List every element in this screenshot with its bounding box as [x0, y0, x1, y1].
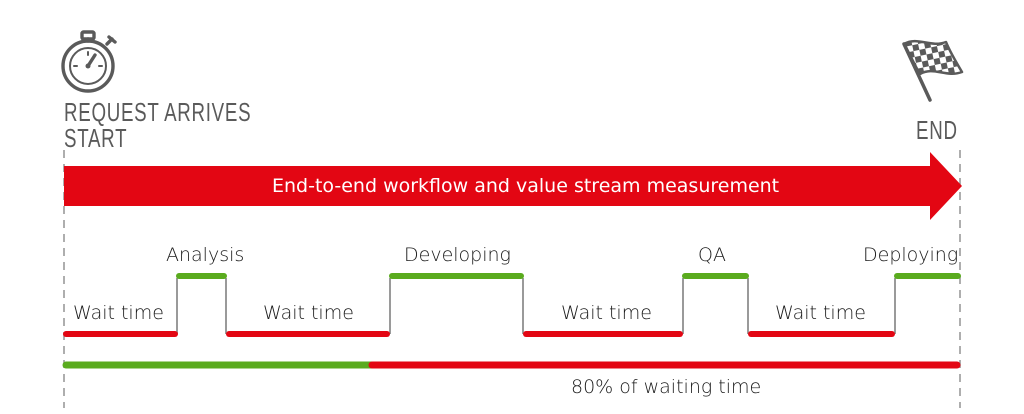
start-label-line2: START	[64, 123, 128, 153]
summary-label: 80% of waiting time	[571, 376, 762, 398]
start-label-line1: REQUEST ARRIVES	[64, 97, 252, 127]
wait2-label: Wait time	[263, 302, 354, 324]
wait1-label: Wait time	[73, 302, 164, 324]
end-label: END	[916, 115, 958, 145]
workflow-arrow-label: End-to-end workflow and value stream mea…	[272, 175, 780, 197]
wait4-label: Wait time	[775, 302, 866, 324]
stopwatch-icon	[61, 30, 117, 93]
qa-label: QA	[698, 244, 726, 266]
deploying-label: Deploying	[863, 244, 959, 266]
workflow-arrow	[64, 152, 962, 220]
wait3-label: Wait time	[561, 302, 652, 324]
developing-label: Developing	[404, 244, 511, 266]
checkered-flag-icon	[902, 39, 964, 102]
analysis-label: Analysis	[166, 244, 245, 266]
step-connectors	[176, 278, 896, 334]
